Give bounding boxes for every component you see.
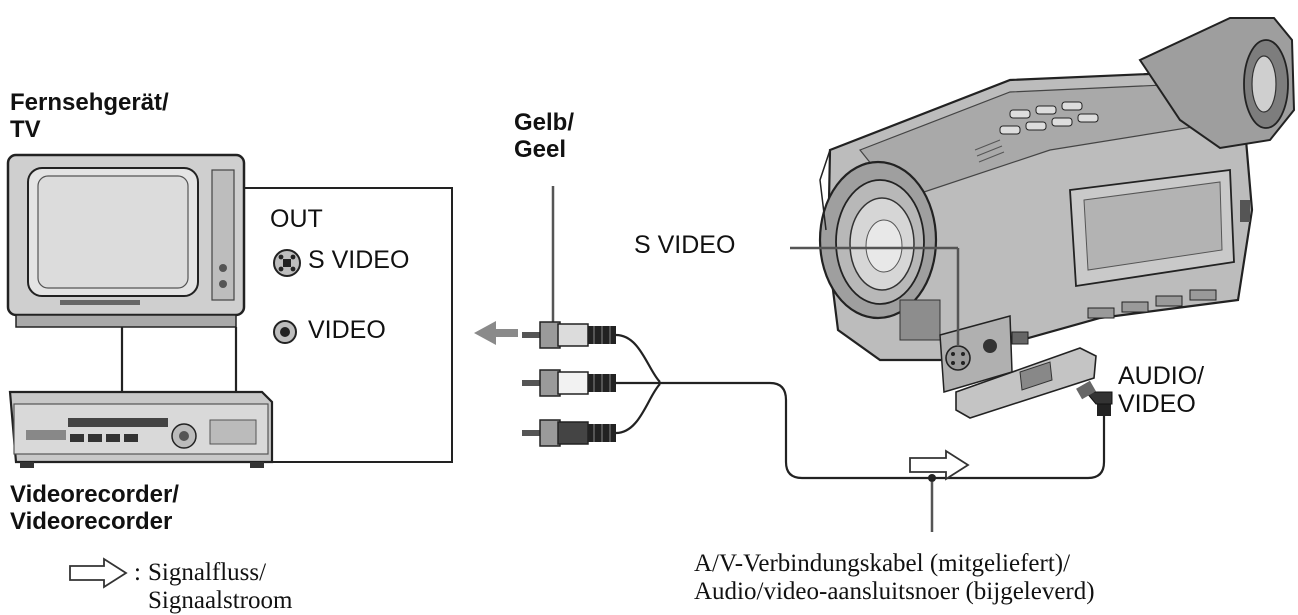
video-jack-icon: [273, 320, 297, 344]
tv-label: Fernsehgerät/ TV: [10, 89, 169, 144]
cable-caption-line-2: Audio/video-aansluitsnoer (bijgeleverd): [694, 578, 1095, 605]
cable-callout-point: [928, 474, 936, 482]
panel-video-label: VIDEO: [308, 316, 386, 344]
av-cable: [615, 333, 1106, 480]
legend-line-1: Signalfluss/: [148, 559, 267, 586]
red-audio-plug: [522, 419, 616, 447]
legend-text: Signalfluss/ Signaalstroom: [148, 559, 292, 615]
vcr-label-line-1: Videorecorder/: [10, 481, 179, 508]
signal-flow-arrow: [909, 449, 970, 481]
cable-color-label: Gelb/ Geel: [514, 109, 575, 164]
connector-panel-outline: [244, 187, 453, 463]
cable-caption: A/V-Verbindungskabel (mitgeliefert)/ Aud…: [694, 550, 1095, 606]
camera-av-plug: [1076, 380, 1113, 416]
legend-prefix: :: [134, 559, 141, 586]
tv-label-line-1: Fernsehgerät/: [10, 89, 169, 116]
camera-av-label: AUDIO/ VIDEO: [1118, 362, 1204, 418]
out-title: OUT: [270, 205, 323, 233]
cable-color-line-2: Geel: [514, 135, 567, 163]
camcorder-illustration: [818, 17, 1296, 419]
tv-label-line-2: TV: [10, 115, 41, 143]
legend-line-2: Signaalstroom: [148, 587, 293, 614]
camera-av-line-2: VIDEO: [1118, 390, 1196, 418]
vcr-label-line-2: Videorecorder: [10, 507, 173, 535]
tv-illustration: [6, 153, 246, 392]
white-audio-plug: [522, 369, 616, 397]
legend-signal-arrow: [69, 557, 128, 589]
camera-s-video-label: S VIDEO: [634, 231, 736, 259]
vcr-label: Videorecorder/ Videorecorder: [10, 481, 179, 536]
vcr-illustration: [8, 390, 274, 468]
panel-s-video-label: S VIDEO: [308, 246, 410, 274]
cable-caption-line-1: A/V-Verbindungskabel (mitgeliefert)/: [694, 550, 1071, 577]
cable-color-line-1: Gelb/: [514, 109, 575, 136]
yellow-video-plug: [522, 321, 616, 349]
camera-av-line-1: AUDIO/: [1118, 362, 1205, 390]
signal-direction-arrow: [474, 321, 518, 345]
s-video-jack-icon: [273, 249, 301, 277]
